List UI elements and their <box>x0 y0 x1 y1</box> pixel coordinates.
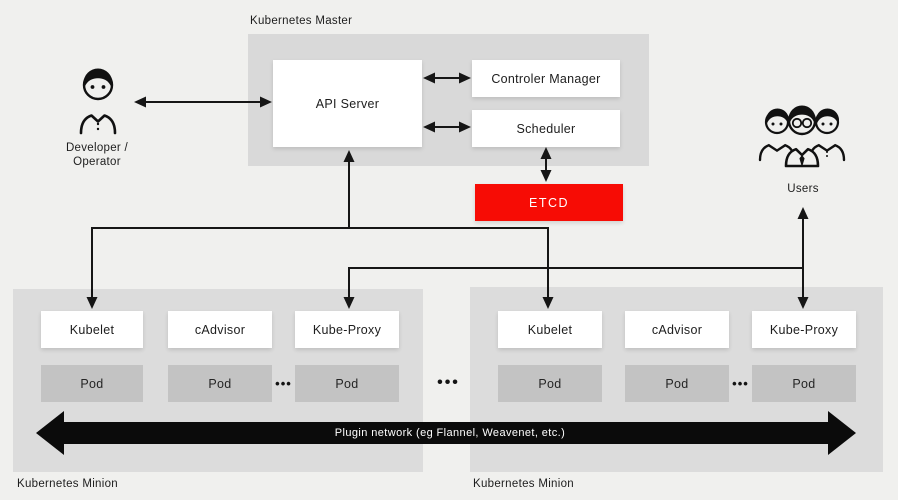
controller-manager-node: Controler Manager <box>472 60 620 97</box>
kubelet-node-right: Kubelet <box>498 311 602 348</box>
kube-proxy-node-right: Kube-Proxy <box>752 311 856 348</box>
cadvisor-node-right: cAdvisor <box>625 311 729 348</box>
users-label: Users <box>787 183 819 195</box>
pod-node: Pod <box>752 365 856 402</box>
minion-panel-right: Kubelet cAdvisor Kube-Proxy Pod Pod ••• … <box>470 287 883 472</box>
developer-label: Developer / Operator <box>65 142 129 168</box>
master-region-label: Kubernetes Master <box>250 15 353 27</box>
pod-node: Pod <box>625 365 729 402</box>
developer-icon <box>77 63 119 135</box>
etcd-node: ETCD <box>475 184 623 221</box>
pod-ellipsis: ••• <box>275 376 292 391</box>
cadvisor-node-left: cAdvisor <box>168 311 272 348</box>
pod-node: Pod <box>295 365 399 402</box>
minion-separator-ellipsis: ••• <box>437 373 460 391</box>
users-icon <box>756 100 848 168</box>
pod-node: Pod <box>168 365 272 402</box>
api-server-node: API Server <box>273 60 422 147</box>
minion-region-label-right: Kubernetes Minion <box>473 478 574 490</box>
pod-node: Pod <box>498 365 602 402</box>
scheduler-node: Scheduler <box>472 110 620 147</box>
minion-region-label-left: Kubernetes Minion <box>17 478 118 490</box>
pod-ellipsis: ••• <box>732 376 749 391</box>
kube-proxy-node-left: Kube-Proxy <box>295 311 399 348</box>
minion-panel-left: Kubelet cAdvisor Kube-Proxy Pod Pod ••• … <box>13 289 423 472</box>
pod-node: Pod <box>41 365 143 402</box>
plugin-network-label: Plugin network (eg Flannel, Weavenet, et… <box>334 427 566 439</box>
kubelet-node-left: Kubelet <box>41 311 143 348</box>
